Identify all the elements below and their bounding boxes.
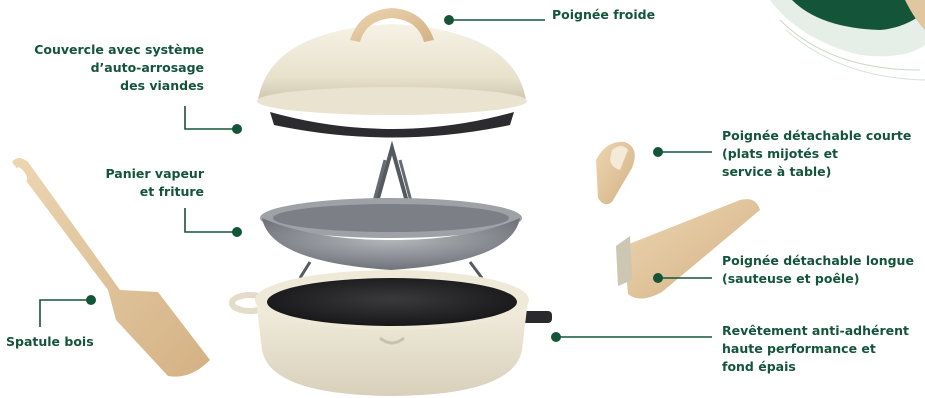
label-line: des viandes — [34, 77, 204, 95]
lid-illustration — [257, 8, 527, 138]
label-line: d’auto-arrosage — [34, 59, 204, 77]
label-line: Poignée froide — [552, 6, 655, 24]
label-line: service à table) — [722, 163, 911, 181]
label-couvercle: Couvercle avec système d’auto-arrosage d… — [34, 41, 204, 95]
label-panier-vapeur: Panier vapeur et friture — [105, 165, 204, 201]
label-line: (sauteuse et poêle) — [722, 270, 914, 288]
marker-panier-icon — [232, 227, 242, 237]
marker-poignee-longue-icon — [653, 273, 663, 283]
label-revetement: Revêtement anti-adhérent haute performan… — [722, 322, 909, 376]
marker-poignee-courte-icon — [653, 147, 663, 157]
label-line: et friture — [105, 183, 204, 201]
label-line: Poignée détachable courte — [722, 127, 911, 145]
label-line: Revêtement anti-adhérent — [722, 322, 909, 340]
label-spatule: Spatule bois — [6, 333, 94, 351]
label-line: Poignée détachable longue — [722, 252, 914, 270]
marker-revetement-icon — [551, 332, 561, 342]
label-poignee-longue: Poignée détachable longue (sauteuse et p… — [722, 252, 914, 288]
label-poignee-courte: Poignée détachable courte (plats mijotés… — [722, 127, 911, 181]
label-line: (plats mijotés et — [722, 145, 911, 163]
pan-illustration — [232, 270, 552, 396]
label-line: Panier vapeur — [105, 165, 204, 183]
label-line: fond épais — [722, 358, 909, 376]
marker-spatule-icon — [86, 295, 96, 305]
marker-couvercle-icon — [232, 124, 242, 134]
label-line: Spatule bois — [6, 333, 94, 351]
label-poignee-froide: Poignée froide — [552, 6, 655, 24]
corner-leaf-decoration — [770, 0, 925, 80]
marker-poignee-froide-icon — [444, 15, 454, 25]
label-line: Couvercle avec système — [34, 41, 204, 59]
label-line: haute performance et — [722, 340, 909, 358]
steam-basket-illustration — [260, 148, 522, 278]
short-handle-illustration — [596, 142, 635, 204]
